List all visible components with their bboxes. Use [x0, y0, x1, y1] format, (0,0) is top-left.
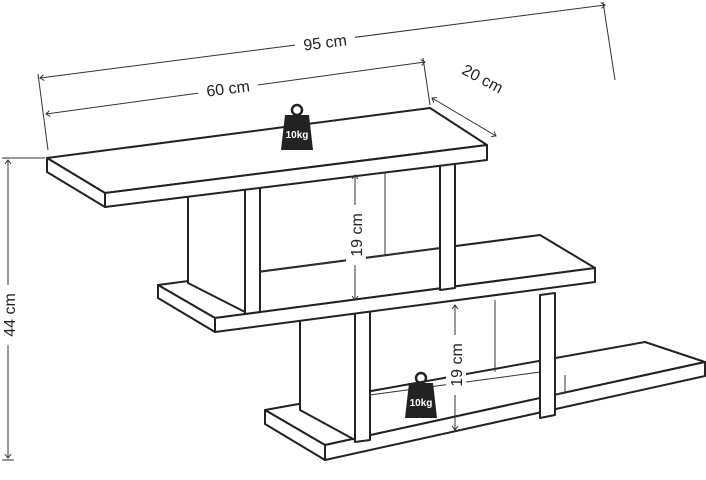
top-shelf [46, 107, 488, 208]
svg-text:19 cm: 19 cm [349, 213, 366, 257]
svg-text:20 cm: 20 cm [459, 62, 505, 97]
dimension-60cm: 60 cm [46, 57, 431, 114]
weight-icon-bottom: 10kg [405, 371, 437, 418]
upper-compartment [187, 157, 456, 315]
svg-text:95 cm: 95 cm [303, 32, 348, 54]
dimension-19cm-lower: 19 cm [446, 305, 466, 430]
svg-text:60 cm: 60 cm [206, 78, 251, 100]
svg-text:44 cm: 44 cm [2, 293, 19, 337]
dimension-19cm-upper: 19 cm [346, 175, 366, 300]
bottom-shelf [264, 341, 706, 461]
svg-text:10kg: 10kg [286, 130, 309, 141]
svg-text:19 cm: 19 cm [449, 343, 466, 387]
weight-icon-top: 10kg [281, 103, 313, 150]
svg-text:10kg: 10kg [410, 398, 433, 409]
dimension-44cm: 44 cm [0, 157, 45, 461]
lower-compartment [299, 292, 566, 443]
